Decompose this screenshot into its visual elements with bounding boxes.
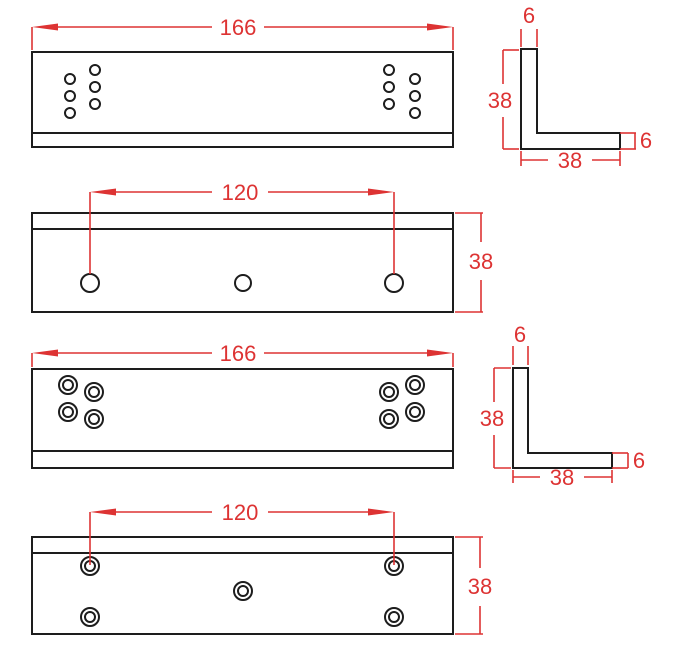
counterbore-group-left <box>58 375 104 429</box>
arrowhead-left <box>32 349 58 357</box>
hole <box>384 273 404 293</box>
dimension-width-38: 38 <box>520 148 621 173</box>
arrowhead-right <box>427 23 453 31</box>
hole <box>80 273 100 293</box>
view-bracket1-profile: 6 38 38 6 <box>488 3 652 173</box>
hole <box>64 90 76 102</box>
counterbore-inner <box>409 379 421 391</box>
dimension-depth-38: 38 <box>455 536 492 635</box>
dimension-hole-spacing-120: 120 <box>89 180 395 274</box>
hole <box>89 81 101 93</box>
counterbore-hole <box>384 607 404 627</box>
hole <box>383 81 395 93</box>
arrowhead-right <box>368 188 394 196</box>
dimension-text: 38 <box>469 249 493 274</box>
arrowhead-right <box>427 349 453 357</box>
dimension-depth-38: 38 <box>455 212 493 313</box>
counterbore-inner <box>388 611 400 623</box>
hole-group-right <box>383 64 421 119</box>
arrowhead-right <box>368 508 394 516</box>
l-profile-outline <box>512 367 613 469</box>
counterbore-inner <box>62 379 74 391</box>
view-bracket2-front: 166 <box>31 341 454 469</box>
counterbore-inner <box>62 406 74 418</box>
dimension-height-38: 38 <box>480 367 511 469</box>
dimension-thickness-top-6: 6 <box>512 322 529 365</box>
hole <box>64 73 76 85</box>
counterbore-hole <box>80 556 100 576</box>
dimension-thickness-right-6: 6 <box>612 448 645 473</box>
hole-group-left <box>64 64 101 119</box>
view-bracket1-front: 166 <box>31 15 454 148</box>
hole <box>409 107 421 119</box>
hole <box>64 107 76 119</box>
dimension-thickness-top-6: 6 <box>520 3 538 47</box>
arrowhead-left <box>32 23 58 31</box>
counterbore-inner <box>409 406 421 418</box>
dimension-text: 38 <box>468 574 492 599</box>
counterbore-inner <box>383 386 395 398</box>
dimension-text: 120 <box>222 180 259 205</box>
counterbore-hole <box>405 375 425 395</box>
view-bracket2-top: 120 38 <box>31 500 492 635</box>
counterbore-inner <box>88 413 100 425</box>
view-bracket1-top: 120 38 <box>31 180 493 313</box>
dimension-text: 166 <box>220 15 257 40</box>
counterbore-hole <box>405 402 425 422</box>
view-bracket2-profile: 6 38 38 6 <box>480 322 645 490</box>
dimension-text: 120 <box>222 500 259 525</box>
l-profile-outline <box>520 48 621 150</box>
counterbore-hole <box>379 382 399 402</box>
dimension-text: 6 <box>514 322 526 347</box>
dimension-length-166: 166 <box>31 15 454 50</box>
counterbore-hole <box>84 382 104 402</box>
hole <box>89 98 101 110</box>
plate-outline <box>31 51 454 148</box>
dimension-height-38: 38 <box>488 49 519 150</box>
counterbore-inner <box>237 585 249 597</box>
dimension-text: 38 <box>558 148 582 173</box>
counterbore-inner <box>383 413 395 425</box>
dimension-text: 38 <box>488 88 512 113</box>
counterbore-group-right <box>379 375 425 429</box>
arrowhead-left <box>90 508 116 516</box>
dimension-hole-spacing-120: 120 <box>89 500 395 565</box>
counterbore-hole <box>58 402 78 422</box>
dimension-thickness-right-6: 6 <box>620 128 652 153</box>
plate-outline <box>31 212 454 313</box>
hole <box>234 274 252 292</box>
counterbore-inner <box>84 611 96 623</box>
dimension-text: 166 <box>220 341 257 366</box>
arrowhead-left <box>90 188 116 196</box>
dimension-text: 38 <box>550 465 574 490</box>
hole <box>409 73 421 85</box>
dimension-text: 6 <box>640 128 652 153</box>
dimension-text: 6 <box>633 448 645 473</box>
hole <box>89 64 101 76</box>
counterbore-hole <box>233 581 253 601</box>
dimension-text: 38 <box>480 406 504 431</box>
counterbore-hole <box>80 607 100 627</box>
hole <box>409 90 421 102</box>
counterbore-inner <box>88 386 100 398</box>
dimension-width-38: 38 <box>512 465 613 490</box>
dimension-length-166: 166 <box>31 341 454 367</box>
hole <box>383 64 395 76</box>
counterbore-hole <box>58 375 78 395</box>
counterbore-hole <box>84 409 104 429</box>
dimension-text: 6 <box>523 3 535 28</box>
counterbore-hole <box>379 409 399 429</box>
hole <box>383 98 395 110</box>
